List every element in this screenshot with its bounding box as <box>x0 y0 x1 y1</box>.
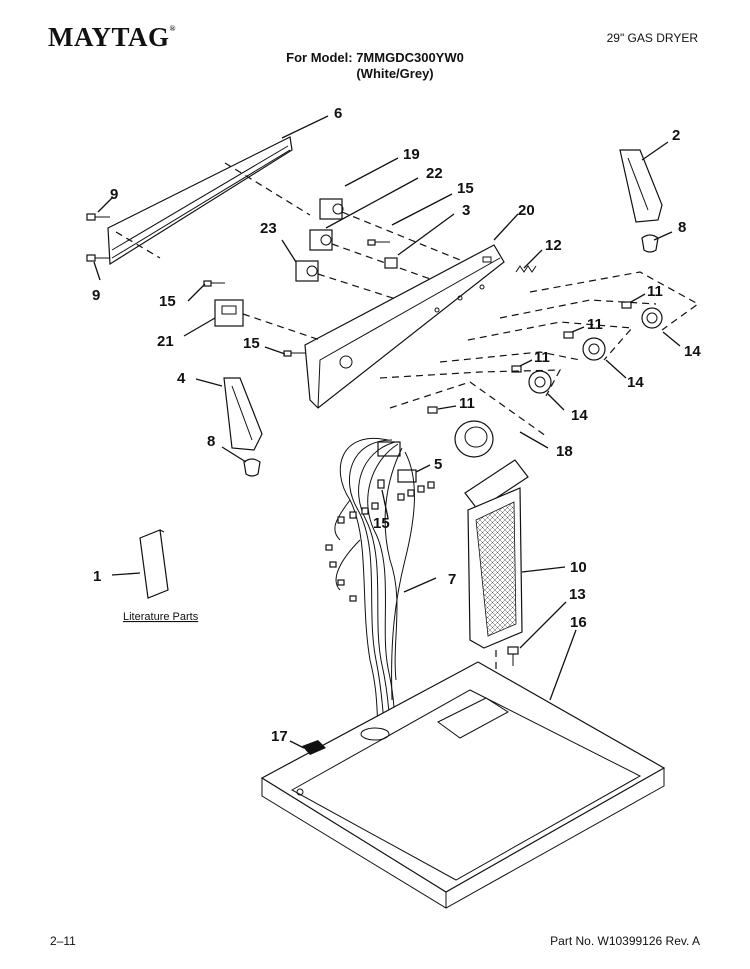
callout-1: 1 <box>93 568 101 585</box>
callout-11-b: 11 <box>587 316 603 333</box>
callout-leaders <box>93 115 681 749</box>
part-12-spring <box>515 265 537 273</box>
part-4-end-cap <box>223 377 263 451</box>
callout-4: 4 <box>177 370 186 387</box>
callout-9-bottom: 9 <box>92 287 100 304</box>
part-1-literature <box>139 529 169 599</box>
part-11-insert-a <box>621 301 632 309</box>
part-2-end-cap <box>619 149 663 223</box>
assembly-line <box>224 162 311 216</box>
part-15-screw-console <box>283 350 306 357</box>
assembly-line <box>115 231 161 259</box>
part-8-clip-upper <box>641 234 659 253</box>
callout-15-bracket: 15 <box>373 515 390 532</box>
callout-11-c: 11 <box>534 349 550 366</box>
assembly-line <box>379 369 562 397</box>
callout-15-top: 15 <box>457 180 474 197</box>
callout-21: 21 <box>157 333 174 350</box>
part-3-insert <box>384 257 398 269</box>
part-20-control-console <box>304 244 505 409</box>
model-line: For Model: 7MMGDC300YW0 <box>286 50 464 65</box>
part-23-switch <box>295 260 319 282</box>
part-15-screw-timer <box>203 280 225 287</box>
brand-registered-mark: ® <box>169 24 176 33</box>
part-14-knob-b <box>582 337 606 361</box>
assembly-line <box>499 299 657 319</box>
part-13-screw <box>507 646 519 666</box>
part-5-bracket <box>397 469 417 483</box>
callout-13: 13 <box>569 586 586 603</box>
callout-19: 19 <box>403 146 420 163</box>
callout-12: 12 <box>545 237 562 254</box>
assembly-line <box>341 211 461 261</box>
callout-20: 20 <box>518 202 535 219</box>
callout-6: 6 <box>334 105 342 122</box>
callout-11-a: 11 <box>647 283 663 300</box>
brand-logo: MAYTAG® <box>48 22 176 53</box>
part-8-clip-lower <box>243 458 261 477</box>
color-line: (White/Grey) <box>356 66 434 81</box>
part-9-screw-upper <box>86 213 110 221</box>
part-7-terminals <box>325 481 435 602</box>
document-type: 29" GAS DRYER <box>606 31 698 45</box>
part-19-switch <box>319 198 344 220</box>
callout-9-top: 9 <box>110 186 118 203</box>
part-7-wire-harness <box>334 438 415 735</box>
part-18-knob <box>454 420 494 458</box>
callout-2: 2 <box>672 127 680 144</box>
callout-14-b: 14 <box>627 374 644 391</box>
callout-16: 16 <box>570 614 587 631</box>
callout-3: 3 <box>462 202 470 219</box>
assembly-line <box>529 271 700 331</box>
part-14-knob-a <box>641 307 663 329</box>
callout-11-d: 11 <box>459 395 475 412</box>
part-11-insert-d <box>427 406 438 414</box>
callout-8-left: 8 <box>207 433 215 450</box>
part-16-top-panel <box>260 661 666 909</box>
assembly-line <box>389 381 547 437</box>
callout-10: 10 <box>570 559 587 576</box>
callout-15-console: 15 <box>243 335 260 352</box>
part-number: Part No. W10399126 Rev. A <box>550 934 700 948</box>
part-15-screw-upper <box>367 239 390 246</box>
part-9-screw-lower <box>86 254 110 262</box>
part-14-knob-c <box>528 370 552 394</box>
part-6-rear-panel <box>107 136 293 266</box>
part-10-lint-filter <box>464 459 529 649</box>
part-17-label <box>302 740 326 755</box>
assembly-line <box>439 351 581 363</box>
callout-8-right: 8 <box>678 219 686 236</box>
part-11-insert-b <box>563 331 574 339</box>
part-21-timer <box>214 299 244 327</box>
page-number: 2–11 <box>50 934 76 948</box>
callout-17: 17 <box>271 728 288 745</box>
callout-7: 7 <box>448 571 456 588</box>
assembly-line <box>242 313 321 341</box>
callout-14-a: 14 <box>684 343 701 360</box>
literature-parts-label: Literature Parts <box>123 611 199 623</box>
part-15-screw-bracket <box>377 479 385 489</box>
callout-18: 18 <box>556 443 573 460</box>
callout-15-timer: 15 <box>159 293 176 310</box>
part-22-switch <box>309 229 333 251</box>
part-harness-connector <box>377 441 401 457</box>
part-11-insert-c <box>511 365 522 373</box>
brand-name: MAYTAG <box>48 22 170 52</box>
callout-14-c: 14 <box>571 407 588 424</box>
callout-labels: 6 19 22 15 3 20 23 12 2 8 9 9 15 21 15 4… <box>92 105 701 745</box>
callout-5: 5 <box>434 456 442 473</box>
callout-22: 22 <box>426 165 443 182</box>
callout-23: 23 <box>260 220 277 237</box>
